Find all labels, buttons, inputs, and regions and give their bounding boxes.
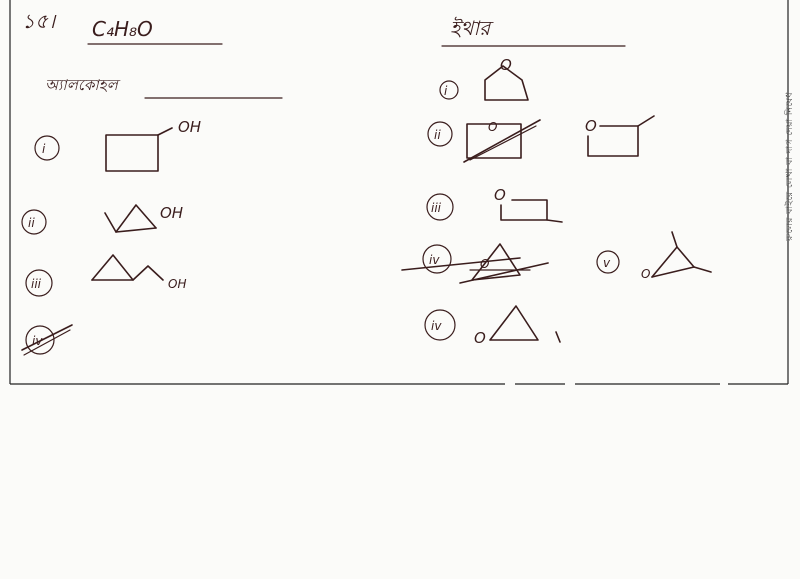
svg-text:O: O: [641, 267, 650, 281]
svg-text:iii: iii: [31, 277, 42, 291]
alcohol-4-cancelled: iv: [21, 324, 73, 356]
svg-text:ii: ii: [28, 216, 35, 230]
svg-text:i: i: [42, 142, 46, 156]
right-heading: ইথার: [450, 16, 494, 40]
ether-2: ii O O: [427, 115, 655, 163]
ether-1: i O: [439, 56, 529, 101]
ether-6: iv O: [424, 305, 561, 347]
alcohol-1: i OH: [34, 118, 201, 172]
svg-text:OH: OH: [168, 277, 186, 291]
svg-text:iii: iii: [431, 201, 442, 215]
svg-text:i: i: [444, 84, 448, 98]
svg-text:O: O: [494, 186, 506, 204]
ether-3: iii O: [426, 186, 563, 223]
ether-4-cancelled: iv O: [401, 243, 549, 284]
left-heading: অ্যালকোহল: [45, 76, 121, 94]
svg-text:O: O: [474, 329, 486, 347]
svg-text:OH: OH: [160, 204, 183, 222]
ruled-frame: [9, 0, 789, 385]
svg-text:O: O: [488, 120, 497, 134]
molecular-formula: C₄H₈O: [92, 17, 153, 41]
svg-text:O: O: [585, 117, 597, 135]
question-number: ১৫।: [22, 9, 57, 33]
svg-text:iv: iv: [431, 319, 442, 333]
svg-text:v: v: [603, 256, 611, 270]
svg-text:ii: ii: [434, 128, 441, 142]
svg-text:iv: iv: [32, 334, 43, 348]
svg-text:OH: OH: [178, 118, 201, 136]
margin-note: রুলের বাইরে লেখা বা দাগ দেয়া নিষেধ: [785, 92, 795, 241]
alcohol-2: ii OH: [21, 204, 183, 235]
svg-text:iv: iv: [429, 253, 440, 267]
ether-5: v O: [596, 231, 712, 281]
alcohol-3: iii OH: [25, 254, 186, 297]
